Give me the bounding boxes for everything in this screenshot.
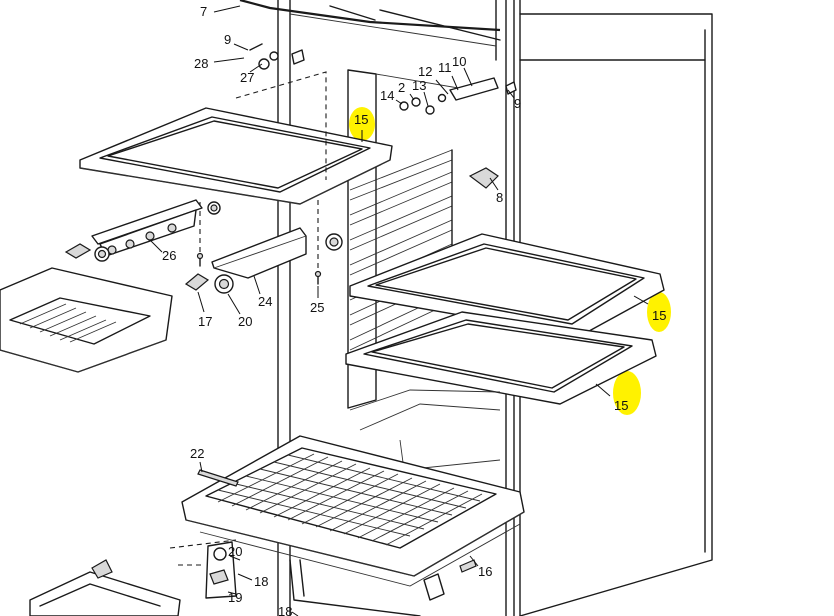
cabinet [239,0,713,616]
callout-2: 2 [398,80,405,95]
callout-15-upper-shelf: 15 [652,308,666,323]
callout-7: 7 [200,4,207,19]
callout-9-top-left: 9 [224,32,231,47]
callout-15-lower-shelf: 15 [614,398,628,413]
glass-shelf-lower [345,311,657,405]
callout-16: 16 [478,564,492,579]
callouts: 7 9 28 27 12 11 10 14 2 13 9 15 8 26 24 … [162,4,666,616]
callout-15-top-shelf: 15 [354,112,368,127]
highlight-15-lower-shelf [613,371,641,415]
highlight-15-top [349,107,375,141]
callout-14: 14 [380,88,394,103]
crisper-cover [181,435,525,616]
callout-8: 8 [496,190,503,205]
callout-10: 10 [452,54,466,69]
callout-18-right: 18 [254,574,268,589]
callout-26: 26 [162,248,176,263]
highlight-15-upper-shelf [647,292,671,332]
callout-13: 13 [412,78,426,93]
lower-drawer [29,571,181,616]
part-24-rail [211,227,307,279]
callout-20-bottom: 20 [228,544,242,559]
crisper-drawer [0,267,173,373]
rear-rails [349,149,453,351]
crisper-grid [217,453,483,546]
callout-28: 28 [194,56,208,71]
callout-17: 17 [198,314,212,329]
part-26-rail [91,199,203,257]
callout-19: 19 [228,590,242,605]
callout-27: 27 [240,70,254,85]
assembly-guides [169,71,327,566]
callout-18-bottom: 18 [278,604,292,616]
callout-12: 12 [418,64,432,79]
callout-11: 11 [438,60,452,75]
callout-25: 25 [310,300,324,315]
callout-22: 22 [190,446,204,461]
callout-24: 24 [258,294,272,309]
callout-9-top-right: 9 [514,96,521,111]
glass-shelf-upper [349,233,665,337]
callout-20-middle: 20 [238,314,252,329]
leader-lines [149,5,649,616]
small-parts [64,43,517,601]
callout-highlights [349,107,671,415]
glass-shelf-top [79,107,393,205]
